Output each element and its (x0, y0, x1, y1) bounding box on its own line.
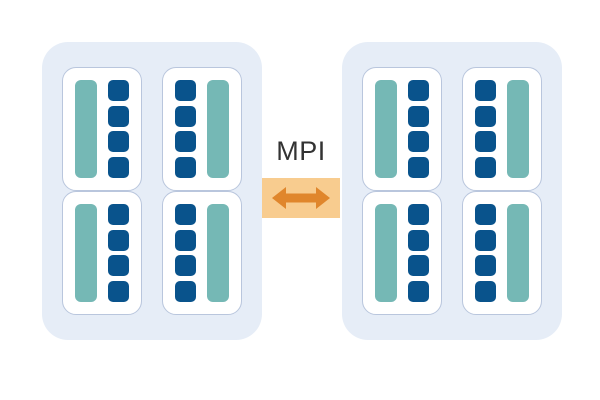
core-unit (107, 105, 129, 127)
core-unit (475, 280, 497, 302)
core-unit (475, 105, 497, 127)
node-left-3 (62, 191, 142, 315)
memory-bar (206, 204, 229, 302)
core-unit (175, 131, 197, 153)
mpi-label: MPI (276, 136, 326, 166)
memory-bar (75, 204, 98, 302)
core-unit (107, 80, 129, 101)
core-unit (175, 204, 197, 225)
core-unit (475, 156, 497, 178)
core-unit (107, 156, 129, 178)
node-left-1 (62, 67, 142, 191)
double-arrow-horizontal-icon (262, 178, 340, 218)
core-unit (107, 204, 129, 225)
memory-bar (506, 204, 529, 302)
memory-bar (375, 80, 398, 178)
core-unit (107, 280, 129, 302)
mpi-link-box (262, 178, 340, 218)
core-unit (107, 255, 129, 277)
core-unit (407, 105, 429, 127)
core-column (175, 80, 197, 178)
memory-bar (206, 80, 229, 178)
core-unit (407, 280, 429, 302)
node-right-4 (462, 191, 542, 315)
core-unit (175, 229, 197, 251)
core-unit (475, 80, 497, 101)
core-unit (407, 229, 429, 251)
memory-bar (75, 80, 98, 178)
node-left-2 (162, 67, 242, 191)
core-unit (475, 204, 497, 225)
core-unit (107, 229, 129, 251)
core-unit (407, 204, 429, 225)
node-right-3 (362, 191, 442, 315)
memory-bar (375, 204, 398, 302)
core-unit (175, 105, 197, 127)
core-unit (175, 80, 197, 101)
core-unit (107, 131, 129, 153)
core-column (407, 80, 429, 178)
node-right-1 (362, 67, 442, 191)
core-unit (475, 131, 497, 153)
cluster-right (342, 42, 562, 340)
node-right-2 (462, 67, 542, 191)
core-column (475, 204, 497, 302)
memory-bar (506, 80, 529, 178)
core-column (107, 204, 129, 302)
core-unit (475, 229, 497, 251)
core-unit (475, 255, 497, 277)
core-unit (407, 255, 429, 277)
core-unit (407, 156, 429, 178)
core-unit (407, 131, 429, 153)
core-unit (407, 80, 429, 101)
core-unit (175, 280, 197, 302)
core-column (407, 204, 429, 302)
core-unit (175, 255, 197, 277)
core-unit (175, 156, 197, 178)
core-column (107, 80, 129, 178)
core-column (175, 204, 197, 302)
node-left-4 (162, 191, 242, 315)
cluster-left (42, 42, 262, 340)
core-column (475, 80, 497, 178)
